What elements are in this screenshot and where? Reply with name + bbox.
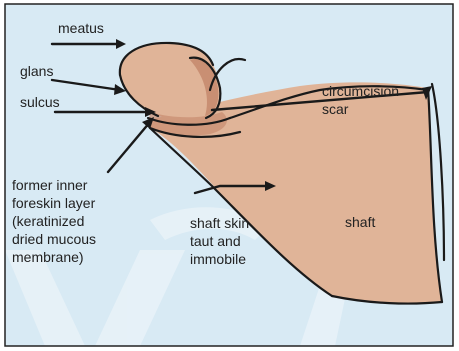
label-shaft-skin-3: immobile xyxy=(190,251,246,267)
label-inner-foreskin-2: foreskin layer xyxy=(12,195,96,211)
label-inner-foreskin-1: former inner xyxy=(12,177,88,193)
label-inner-foreskin-3: (keratinized xyxy=(12,213,84,229)
label-shaft: shaft xyxy=(345,214,375,230)
label-circumcision-scar-1: circumcision xyxy=(322,83,399,99)
label-sulcus: sulcus xyxy=(20,94,60,110)
label-shaft-skin-2: taut and xyxy=(190,233,241,249)
label-meatus: meatus xyxy=(58,20,104,36)
label-inner-foreskin-4: dried mucous xyxy=(12,231,96,247)
label-shaft-skin-1: shaft skin xyxy=(190,215,249,231)
label-inner-foreskin-5: membrane) xyxy=(12,249,84,265)
label-circumcision-scar-2: scar xyxy=(322,101,349,117)
label-glans: glans xyxy=(20,63,53,79)
